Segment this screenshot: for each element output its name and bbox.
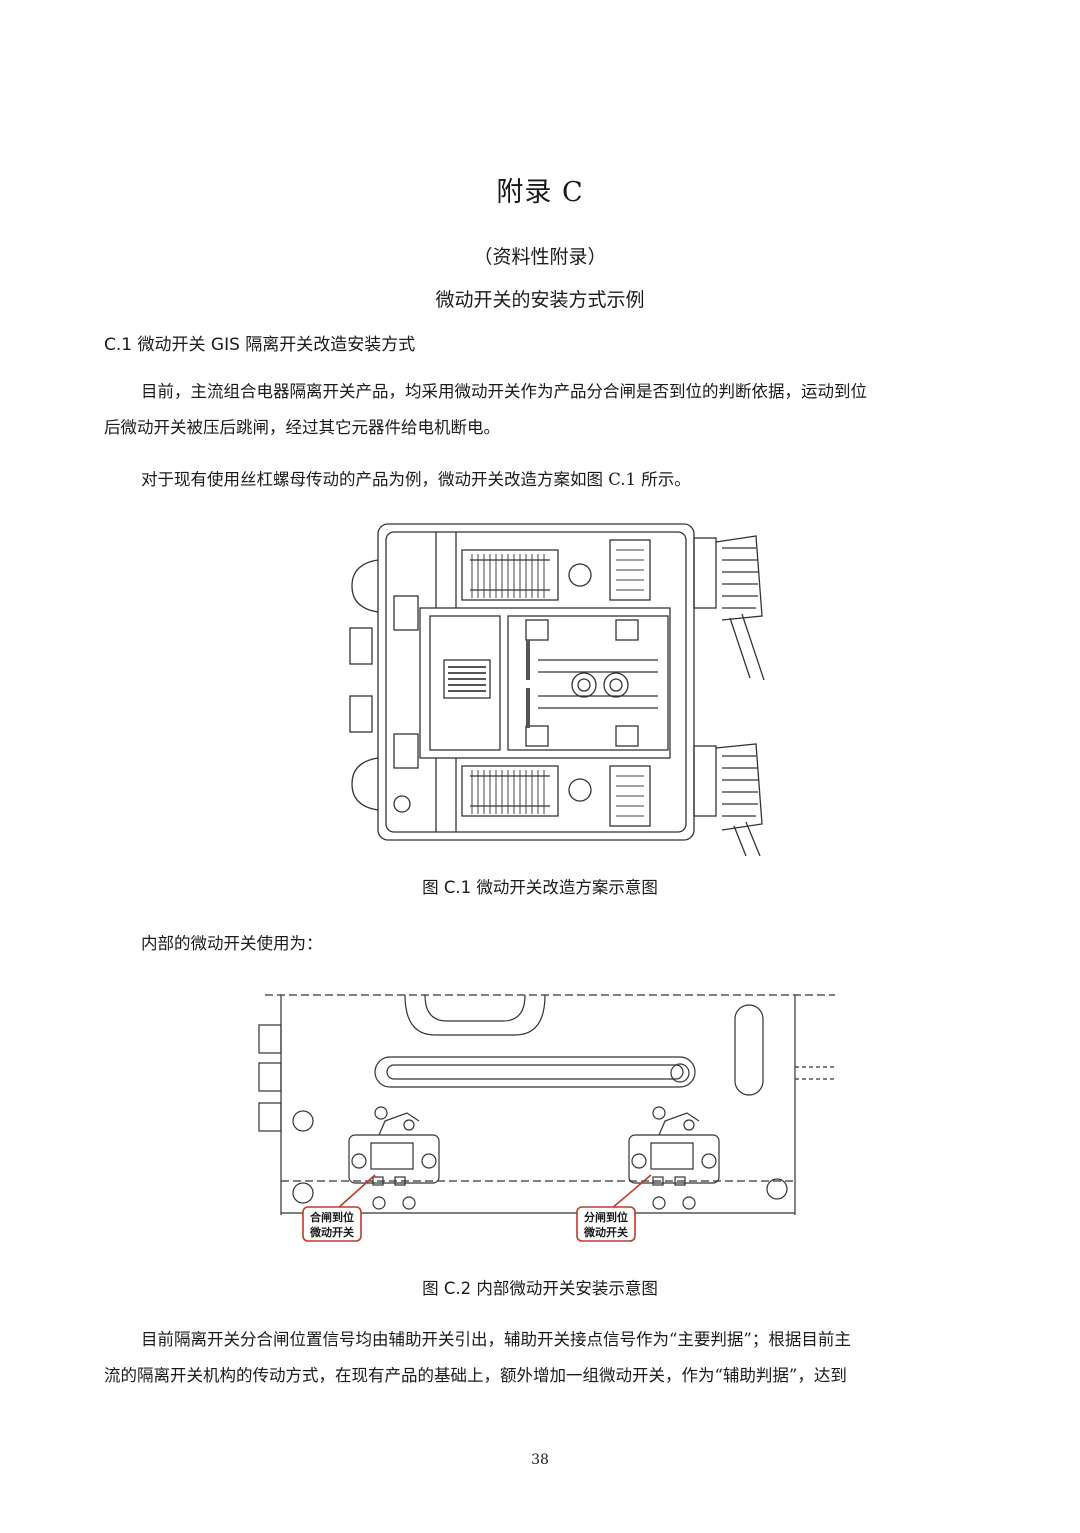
paragraph-2: 对于现有使用丝杠螺母传动的产品为例，微动开关改造方案如图 C.1 所示。 bbox=[104, 462, 980, 498]
section-title: C.1 微动开关 GIS 隔离开关改造安装方式 bbox=[104, 335, 416, 355]
figure-c2-caption: 图 C.2 内部微动开关安装示意图 bbox=[422, 1279, 658, 1298]
appendix-title: 附录 C bbox=[496, 177, 584, 208]
paragraph-2-line-1: 对于现有使用丝杠螺母传动的产品为例，微动开关改造方案如图 C.1 所示。 bbox=[141, 470, 691, 489]
figure-c2-drawing: 合闸到位 微动开关 分闸到位 微动开关 bbox=[258, 994, 835, 1242]
left-switch-label-line-2: 微动开关 bbox=[309, 1225, 354, 1239]
appendix-subtitle: （资料性附录） bbox=[473, 246, 607, 268]
figure-c1-drawing bbox=[349, 523, 765, 857]
right-switch-label-box bbox=[576, 1206, 636, 1242]
left-switch-label-line-1: 合闸到位 bbox=[310, 1210, 354, 1224]
page-number: 38 bbox=[531, 1452, 549, 1468]
left-switch-label-box bbox=[302, 1206, 362, 1242]
figure-c1-caption: 图 C.1 微动开关改造方案示意图 bbox=[422, 878, 658, 897]
right-switch-label-line-2: 微动开关 bbox=[583, 1225, 628, 1239]
paragraph-4-line-1: 目前隔离开关分合闸位置信号均由辅助开关引出，辅助开关接点信号作为“主要判据”；根… bbox=[141, 1330, 851, 1349]
right-switch-label-line-1: 分闸到位 bbox=[584, 1210, 628, 1224]
paragraph-4-line-2: 流的隔离开关机构的传动方式，在现有产品的基础上，额外增加一组微动开关，作为“辅助… bbox=[104, 1366, 847, 1385]
paragraph-1-line-2: 后微动开关被压后跳闸，经过其它元器件给电机断电。 bbox=[104, 418, 500, 437]
paragraph-1-line-1: 目前，主流组合电器隔离开关产品，均采用微动开关作为产品分合闸是否到位的判断依据，… bbox=[141, 382, 867, 401]
paragraph-4: 目前隔离开关分合闸位置信号均由辅助开关引出，辅助开关接点信号作为“主要判据”；根… bbox=[104, 1322, 980, 1394]
appendix-heading: 微动开关的安装方式示例 bbox=[435, 289, 645, 311]
paragraph-3: 内部的微动开关使用为： bbox=[104, 926, 980, 962]
paragraph-3-line-1: 内部的微动开关使用为： bbox=[141, 934, 323, 953]
paragraph-1: 目前，主流组合电器隔离开关产品，均采用微动开关作为产品分合闸是否到位的判断依据，… bbox=[104, 374, 980, 446]
